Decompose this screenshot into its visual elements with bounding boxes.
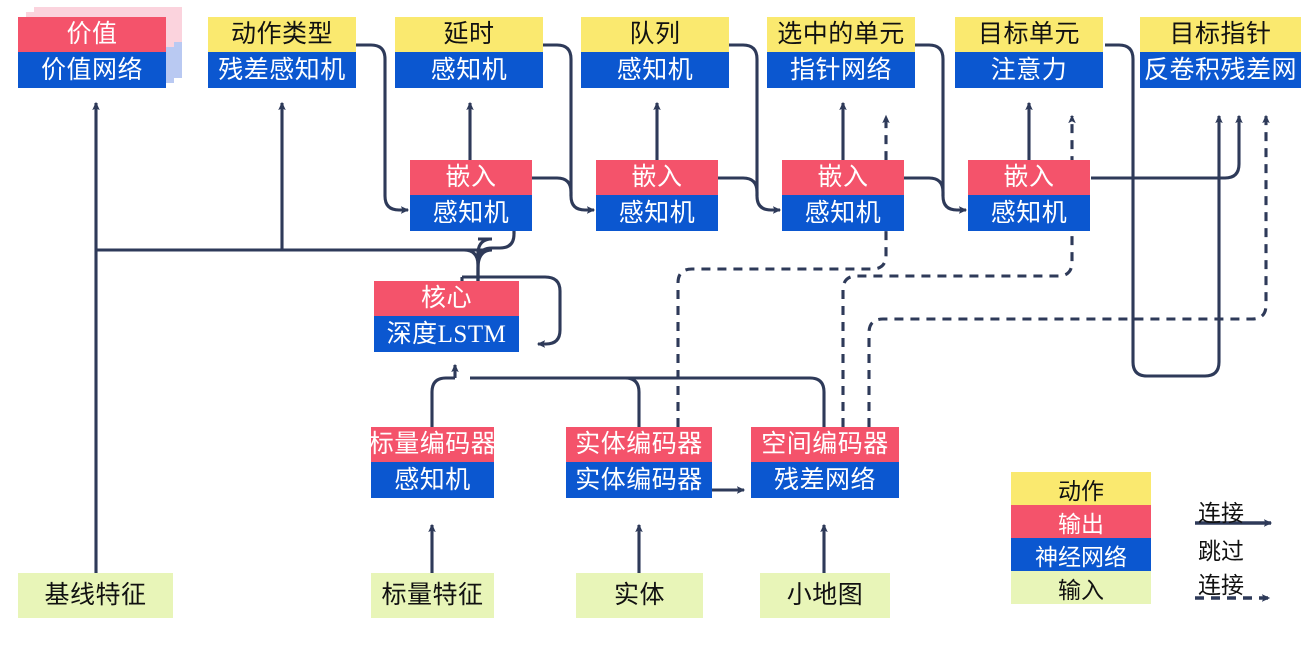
node-scalar-encoder[interactable]: 标量编码器 感知机 bbox=[369, 427, 496, 498]
node-entity-encoder[interactable]: 实体编码器 实体编码器 bbox=[566, 427, 712, 498]
node-target-point-action: 目标指针 bbox=[1140, 17, 1301, 52]
input-baseline-features[interactable]: 基线特征 bbox=[18, 573, 173, 618]
node-selected-units[interactable]: 选中的单元 指针网络 bbox=[767, 17, 915, 88]
legend-key-input: 输入 bbox=[1011, 571, 1151, 604]
legend-color-key: 动作 输出 神经网络 输入 bbox=[1011, 472, 1151, 604]
node-entity-encoder-network: 实体编码器 bbox=[566, 462, 712, 498]
node-core[interactable]: 核心 深度LSTM bbox=[374, 281, 519, 352]
node-delay-action: 延时 bbox=[395, 17, 543, 52]
node-embed-3-network: 感知机 bbox=[782, 195, 904, 231]
node-spatial-encoder-output: 空间编码器 bbox=[751, 427, 899, 462]
input-entities[interactable]: 实体 bbox=[576, 573, 703, 618]
node-target-unit-network: 注意力 bbox=[955, 52, 1103, 88]
node-embed-1-network: 感知机 bbox=[410, 195, 532, 231]
node-delay-network: 感知机 bbox=[395, 52, 543, 88]
node-embed-4[interactable]: 嵌入 感知机 bbox=[968, 160, 1090, 231]
node-spatial-encoder-network: 残差网络 bbox=[751, 462, 899, 498]
node-action-type[interactable]: 动作类型 残差感知机 bbox=[208, 17, 356, 88]
node-queue-action: 队列 bbox=[581, 17, 729, 52]
input-scalar-features[interactable]: 标量特征 bbox=[371, 573, 494, 618]
node-embed-2-output: 嵌入 bbox=[596, 160, 718, 195]
input-minimap[interactable]: 小地图 bbox=[760, 573, 890, 618]
node-embed-1-output: 嵌入 bbox=[410, 160, 532, 195]
node-embed-3[interactable]: 嵌入 感知机 bbox=[782, 160, 904, 231]
node-value-action: 价值 bbox=[18, 17, 166, 52]
node-value[interactable]: 价值 价值网络 bbox=[18, 17, 166, 88]
node-embed-4-network: 感知机 bbox=[968, 195, 1090, 231]
node-target-point[interactable]: 目标指针 反卷积残差网 bbox=[1140, 17, 1301, 88]
legend-key-network: 神经网络 bbox=[1011, 538, 1151, 571]
node-queue-network: 感知机 bbox=[581, 52, 729, 88]
legend-connection-label: 连接 bbox=[1198, 501, 1244, 526]
legend-key-action: 动作 bbox=[1011, 472, 1151, 505]
node-queue[interactable]: 队列 感知机 bbox=[581, 17, 729, 88]
node-scalar-encoder-network: 感知机 bbox=[371, 462, 494, 498]
node-scalar-encoder-output: 标量编码器 bbox=[369, 427, 496, 462]
node-core-network: 深度LSTM bbox=[374, 316, 519, 352]
node-embed-1[interactable]: 嵌入 感知机 bbox=[410, 160, 532, 231]
legend-skip-label-line1: 跳过 bbox=[1198, 539, 1244, 564]
node-entity-encoder-output: 实体编码器 bbox=[566, 427, 712, 462]
node-action-type-network: 残差感知机 bbox=[208, 52, 356, 88]
node-delay[interactable]: 延时 感知机 bbox=[395, 17, 543, 88]
node-target-unit-action: 目标单元 bbox=[955, 17, 1103, 52]
node-embed-4-output: 嵌入 bbox=[968, 160, 1090, 195]
node-selected-units-network: 指针网络 bbox=[767, 52, 915, 88]
node-embed-2[interactable]: 嵌入 感知机 bbox=[596, 160, 718, 231]
node-selected-units-action: 选中的单元 bbox=[767, 17, 915, 52]
node-embed-2-network: 感知机 bbox=[596, 195, 718, 231]
node-embed-3-output: 嵌入 bbox=[782, 160, 904, 195]
legend-skip-label-line2: 连接 bbox=[1198, 573, 1244, 598]
node-target-unit[interactable]: 目标单元 注意力 bbox=[955, 17, 1103, 88]
node-core-output: 核心 bbox=[374, 281, 519, 316]
node-target-point-network: 反卷积残差网 bbox=[1140, 52, 1301, 88]
legend-key-output: 输出 bbox=[1011, 505, 1151, 538]
node-spatial-encoder[interactable]: 空间编码器 残差网络 bbox=[751, 427, 899, 498]
node-value-network: 价值网络 bbox=[18, 52, 166, 88]
node-action-type-action: 动作类型 bbox=[208, 17, 356, 52]
